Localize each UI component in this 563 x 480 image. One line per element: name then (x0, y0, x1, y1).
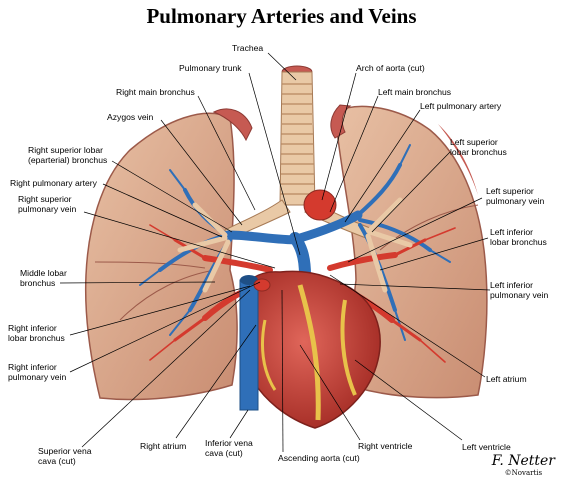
label-ascending-aorta: Ascending aorta (cut) (278, 453, 360, 463)
label-left-pulmonary-artery: Left pulmonary artery (420, 101, 502, 111)
label-left-inferior-lobar-bronchus: Left inferior lobar bronchus (490, 227, 547, 247)
label-left-atrium: Left atrium (486, 374, 527, 384)
label-right-pulmonary-artery: Right pulmonary artery (10, 178, 97, 188)
label-right-inferior-pulmonary-vein: Right inferior pulmonary vein (8, 362, 67, 382)
label-right-superior-lobar-bronchus: Right superior lobar (eparterial) bronch… (28, 145, 108, 165)
label-azygos-vein: Azygos vein (107, 112, 154, 122)
label-left-ventricle: Left ventricle (462, 442, 511, 452)
diagram-title: Pulmonary Arteries and Veins (146, 4, 417, 28)
label-middle-lobar-bronchus: Middle lobar bronchus (20, 268, 67, 288)
right-lung (84, 108, 253, 401)
aortic-arch (303, 189, 337, 221)
label-right-ventricle: Right ventricle (358, 441, 413, 451)
label-right-main-bronchus: Right main bronchus (116, 87, 195, 97)
label-right-inferior-lobar-bronchus: Right inferior lobar bronchus (8, 323, 65, 343)
label-trachea: Trachea (232, 43, 264, 53)
heart (239, 270, 381, 429)
artist-signature: F. Netter ©Novartis (491, 453, 555, 478)
label-left-main-bronchus: Left main bronchus (378, 87, 452, 97)
label-pulmonary-trunk: Pulmonary trunk (179, 63, 242, 73)
label-superior-vena-cava: Superior vena cava (cut) (38, 446, 92, 466)
label-right-superior-pulmonary-vein: Right superior pulmonary vein (18, 194, 77, 214)
label-left-inferior-pulmonary-vein: Left inferior pulmonary vein (490, 280, 549, 300)
label-left-superior-pulmonary-vein: Left superior pulmonary vein (486, 186, 545, 206)
label-arch-of-aorta: Arch of aorta (cut) (356, 63, 425, 73)
label-inferior-vena-cava: Inferior vena cava (cut) (205, 438, 253, 458)
leader-lines (59, 52, 491, 453)
label-right-atrium: Right atrium (140, 441, 187, 451)
label-left-superior-lobar-bronchus: Left superior lobar bronchus (450, 137, 507, 157)
